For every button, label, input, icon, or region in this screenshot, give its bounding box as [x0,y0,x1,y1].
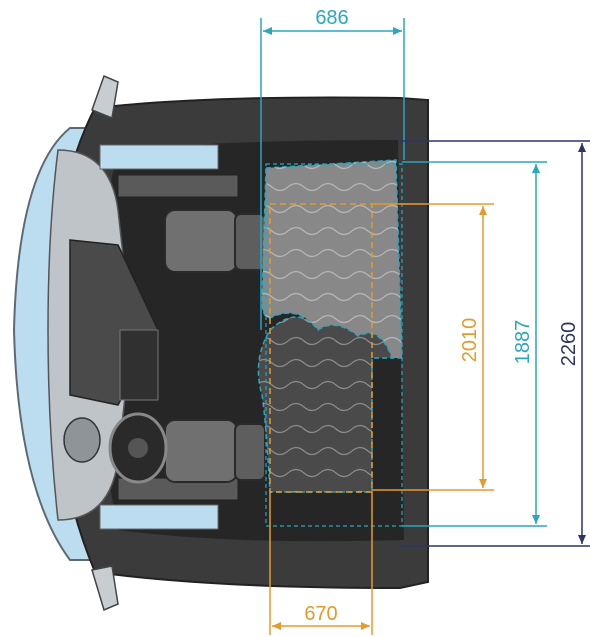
dimension-670-label: 670 [304,603,337,625]
mirror-top [91,74,119,120]
mirror-bottom [91,565,119,612]
dimension-670: 670 [269,492,373,635]
dimension-686-label: 686 [315,7,348,29]
side-window-top [99,144,219,170]
dimension-2260-label: 2260 [558,322,580,367]
seat-bottom [164,419,266,483]
dimension-686: 686 [260,7,405,330]
bed-1887-outline [265,163,403,527]
dimension-2260: 2260 [398,140,590,547]
seat-top [164,209,266,273]
side-window-bottom [99,504,219,530]
dimension-2010-label: 2010 [459,318,481,363]
steering-wheel [63,412,168,484]
lower-bed-pattern [258,317,392,492]
dimension-1887: 1887 [402,161,547,527]
dimension-1887-label: 1887 [512,320,534,365]
upper-bed-pattern [262,160,402,358]
bed-2010-outline [269,203,373,493]
dimension-2010: 2010 [372,203,494,491]
